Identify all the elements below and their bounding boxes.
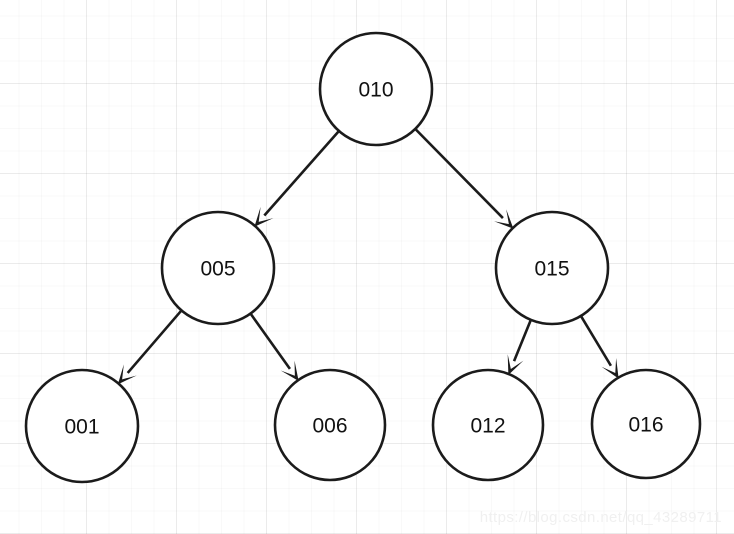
tree-node[interactable]: 006 — [273, 368, 387, 482]
tree-node-label: 015 — [534, 258, 569, 281]
arrow-head-icon — [494, 209, 514, 229]
tree-edge — [580, 316, 619, 379]
arrow-head-icon — [280, 360, 299, 382]
tree-edge — [507, 320, 532, 375]
tree-node[interactable]: 010 — [318, 31, 434, 147]
arrow-head-icon — [507, 354, 524, 375]
watermark-text: https://blog.csdn.net/qq_43289711 — [479, 509, 722, 526]
tree-node-label: 001 — [64, 416, 99, 439]
tree-node-label: 016 — [628, 414, 663, 437]
tree-node[interactable]: 015 — [494, 210, 610, 326]
tree-node-label: 005 — [200, 258, 235, 281]
tree-edge — [117, 310, 182, 385]
node-layer: 010 005 015 001 006 012 016 — [24, 31, 702, 484]
edge-layer — [117, 128, 619, 385]
tree-node-label: 010 — [358, 79, 393, 102]
tree-edge — [254, 130, 340, 227]
arrow-head-icon — [117, 364, 137, 385]
tree-node[interactable]: 016 — [590, 368, 702, 480]
tree-edge — [415, 128, 514, 229]
tree-node-label: 006 — [312, 415, 347, 438]
arrow-head-icon — [601, 357, 619, 379]
tree-edge — [250, 313, 299, 382]
tree-node[interactable]: 001 — [24, 368, 140, 484]
arrow-head-icon — [254, 206, 274, 227]
tree-node-label: 012 — [470, 415, 505, 438]
tree-node[interactable]: 012 — [431, 368, 545, 482]
tree-node[interactable]: 005 — [160, 210, 276, 326]
